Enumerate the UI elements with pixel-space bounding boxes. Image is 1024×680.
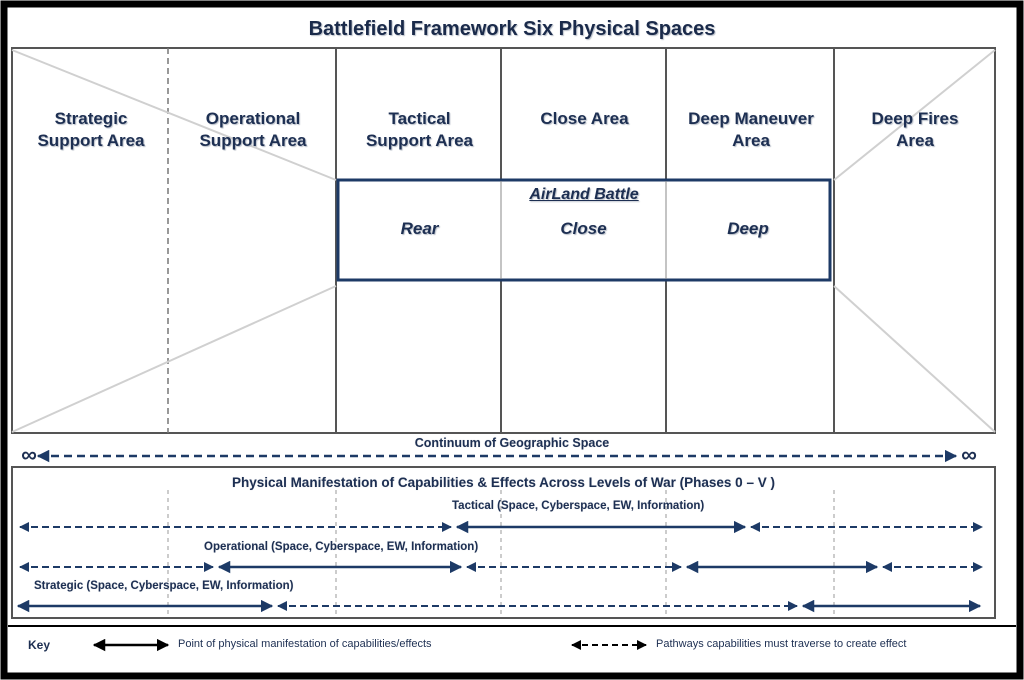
area-label-line: Tactical xyxy=(388,109,451,128)
perspective-line xyxy=(11,49,337,181)
strategic-label: Strategic (Space, Cyberspace, EW, Inform… xyxy=(34,580,294,592)
area-label-line: Deep Maneuver xyxy=(688,109,814,128)
operational-support-area-label: Operational Support Area xyxy=(170,108,336,152)
continuum-label: Continuum of Geographic Space xyxy=(414,436,610,450)
manifestation-title: Physical Manifestation of Capabilities &… xyxy=(232,475,775,490)
area-grid xyxy=(11,47,996,434)
deep-fires-area-label: Deep Fires Area xyxy=(836,108,994,152)
infinity-right-symbol: ∞ xyxy=(961,442,977,467)
close-area-label: Close Area xyxy=(503,108,666,130)
operational-label: Operational (Space, Cyberspace, EW, Info… xyxy=(204,541,479,553)
area-label-line: Close Area xyxy=(540,109,629,128)
perspective-line xyxy=(833,285,996,433)
area-label-line: Support Area xyxy=(365,131,474,150)
airland-rear-label: Rear xyxy=(400,219,439,238)
area-label-line: Deep Fires xyxy=(871,109,959,128)
area-grid-border xyxy=(11,47,996,434)
key-solid-description: Point of physical manifestation of capab… xyxy=(178,638,432,650)
area-label-line: Area xyxy=(896,131,934,150)
infinity-left-symbol: ∞ xyxy=(21,442,37,467)
tactical-support-area-label: Tactical Support Area xyxy=(338,108,501,152)
area-label-line: Area xyxy=(732,131,770,150)
key-dashed-description: Pathways capabilities must traverse to c… xyxy=(656,638,907,650)
perspective-line xyxy=(11,285,337,433)
area-label-line: Operational xyxy=(205,109,301,128)
diagram-title: Battlefield Framework Six Physical Space… xyxy=(308,18,716,40)
manifestation-guides xyxy=(167,490,835,616)
airland-battle-title: AirLand Battle xyxy=(529,186,639,203)
area-label-line: Strategic xyxy=(54,109,128,128)
airland-battle-box xyxy=(336,178,832,282)
strategic-support-area-label: Strategic Support Area xyxy=(14,108,168,152)
area-label-line: Support Area xyxy=(37,131,145,150)
area-label-line: Support Area xyxy=(199,131,307,150)
deep-maneuver-area-label: Deep Maneuver Area xyxy=(668,108,834,152)
tactical-label: Tactical (Space, Cyberspace, EW, Informa… xyxy=(452,500,705,512)
airland-deep-label: Deep xyxy=(727,219,769,238)
perspective-line xyxy=(833,49,996,181)
manifestation-box xyxy=(11,466,996,619)
key-label: Key xyxy=(28,638,51,652)
airland-close-label: Close xyxy=(560,219,607,238)
